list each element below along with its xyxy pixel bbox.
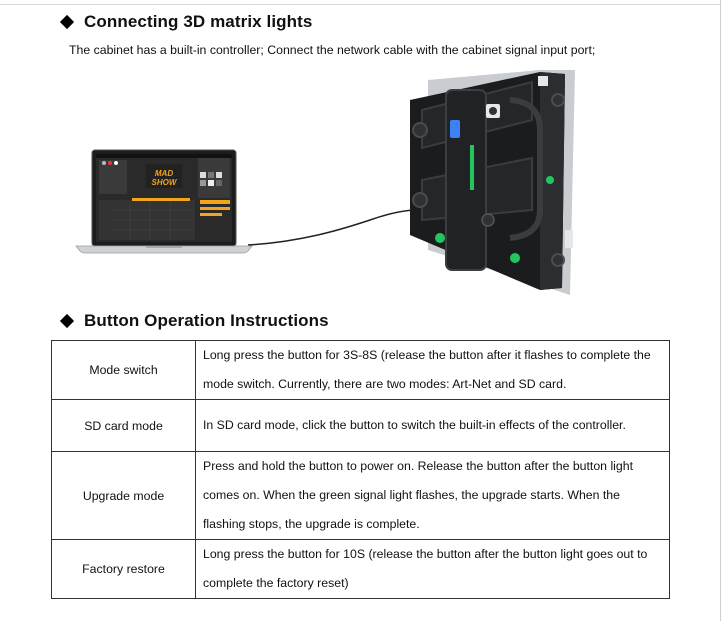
diamond-bullet-icon (59, 14, 75, 30)
mode-description-cell: In SD card mode, click the button to swi… (195, 399, 670, 452)
mode-name-cell: SD card mode (51, 399, 196, 452)
mode-name-cell: Upgrade mode (51, 451, 196, 540)
connection-illustration: MAD SHOW (75, 70, 575, 295)
laptop-logo-line2: SHOW (152, 178, 178, 187)
section-heading-connecting: Connecting 3D matrix lights (59, 12, 313, 32)
mode-name-cell: Mode switch (51, 340, 196, 400)
connection-description: The cabinet has a built-in controller; C… (69, 43, 596, 57)
laptop-image: MAD SHOW (75, 149, 253, 254)
table-row: Factory restore Long press the button fo… (51, 539, 670, 599)
mode-description-cell: Press and hold the button to power on. R… (195, 451, 670, 540)
table-row: Mode switch Long press the button for 3S… (51, 340, 670, 400)
table-row: Upgrade mode Press and hold the button t… (51, 451, 670, 540)
section-heading-button-ops: Button Operation Instructions (59, 311, 329, 331)
top-divider (0, 4, 721, 5)
section-heading-text: Connecting 3D matrix lights (84, 12, 313, 31)
mode-name-cell: Factory restore (51, 539, 196, 599)
diamond-bullet-icon (59, 313, 75, 329)
network-cable (247, 209, 419, 246)
section-heading-text: Button Operation Instructions (84, 311, 329, 330)
mode-description-cell: Long press the button for 3S-8S (release… (195, 340, 670, 400)
led-cabinet-image (410, 70, 575, 295)
mode-description-cell: Long press the button for 10S (release t… (195, 539, 670, 599)
laptop-logo-line1: MAD (155, 169, 173, 178)
button-operations-table: Mode switch Long press the button for 3S… (51, 340, 670, 599)
table-row: SD card mode In SD card mode, click the … (51, 399, 670, 452)
